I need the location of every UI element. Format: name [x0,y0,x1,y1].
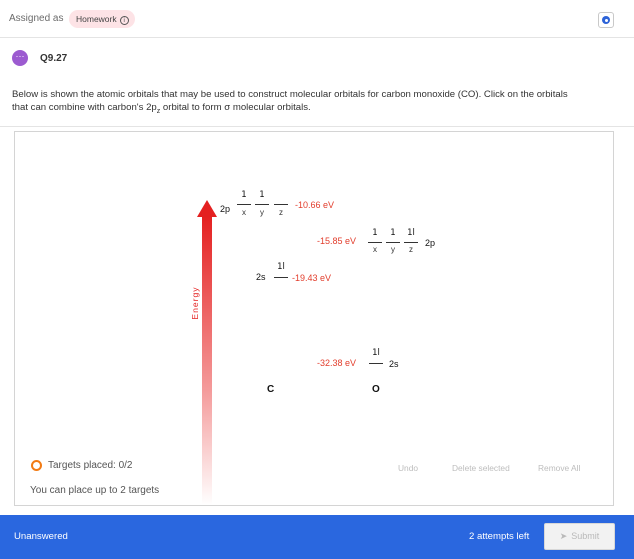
attempts-left: 2 attempts left [469,531,530,542]
carbon-2p-energy: -10.66 eV [295,200,335,210]
carbon-2s-energy: -19.43 eV [292,273,332,283]
carbon-2px-electrons: 1 [241,190,247,200]
delete-selected-button[interactable]: Delete selected [452,463,510,473]
question-menu-icon[interactable]: ··· [12,50,28,66]
prompt-line-2: that can combine with carbon's 2pz orbit… [12,101,616,118]
oxygen-atom-label: O [372,384,380,395]
settings-button[interactable] [598,12,614,28]
carbon-2py-electrons: 1 [259,190,265,200]
answer-status: Unanswered [14,531,68,542]
oxygen-2pz-electrons: 1l [407,228,415,238]
question-number: Q9.27 [40,53,68,64]
oxygen-2py-sublabel: y [391,245,395,254]
footer-bar: Unanswered 2 attempts left ➤Submit [0,515,634,559]
carbon-2s-electrons: 1l [277,262,285,272]
oxygen-2pz-orbital[interactable] [404,242,418,243]
place-limit-text: You can place up to 2 targets [30,485,160,496]
undo-button[interactable]: Undo [398,463,419,473]
target-ring-icon [31,460,42,471]
oxygen-2px-sublabel: x [373,245,377,254]
oxygen-2py-electrons: 1 [390,228,396,238]
orbital-diagram: Energy 2p 1 x 1 y z -10.66 eV 2s 1l -19.… [14,131,614,506]
carbon-2py-orbital[interactable] [255,204,269,205]
oxygen-2s-electrons: 1l [372,348,380,358]
carbon-2pz-orbital[interactable] [274,204,288,205]
carbon-2s-orbital[interactable] [274,277,288,278]
homework-badge-label: Homework [76,14,117,24]
energy-arrow-icon [202,216,212,505]
prompt-line-2-text: that can combine with carbon's 2p [12,102,157,113]
carbon-2p-label: 2p [220,204,231,214]
remove-all-button[interactable]: Remove All [538,463,581,473]
submit-button[interactable]: ➤Submit [544,523,615,550]
oxygen-2px-orbital[interactable] [368,242,382,243]
submit-label: Submit [571,531,600,541]
oxygen-2s-orbital[interactable] [369,363,383,364]
energy-arrow-head-icon [197,200,217,217]
oxygen-2s-energy: -32.38 eV [317,358,357,368]
carbon-2py-sublabel: y [260,208,264,217]
assigned-label: Assigned as [9,13,64,24]
targets-placed-text: Targets placed: 0/2 [48,460,133,471]
oxygen-2p-energy: -15.85 eV [317,236,357,246]
oxygen-2px-electrons: 1 [372,228,378,238]
question-prompt: Below is shown the atomic orbitals that … [12,88,616,118]
energy-axis-label: Energy [190,286,200,320]
oxygen-2py-orbital[interactable] [386,242,400,243]
carbon-2s-label: 2s [256,272,266,282]
settings-icon [602,16,610,24]
prompt-subscript: z [156,107,161,115]
prompt-line-2-end: orbital to form σ molecular orbitals. [160,102,311,113]
oxygen-2pz-sublabel: z [409,245,413,254]
oxygen-2p-label: 2p [425,238,436,248]
carbon-2px-orbital[interactable] [237,204,251,205]
divider [0,126,634,127]
oxygen-2s-label: 2s [389,359,399,369]
info-icon[interactable]: i [119,16,129,25]
carbon-2px-sublabel: x [242,208,246,217]
carbon-2pz-sublabel: z [279,208,283,217]
carbon-atom-label: C [267,384,275,395]
send-icon: ➤ [559,531,568,541]
prompt-line-1: Below is shown the atomic orbitals that … [12,89,568,100]
